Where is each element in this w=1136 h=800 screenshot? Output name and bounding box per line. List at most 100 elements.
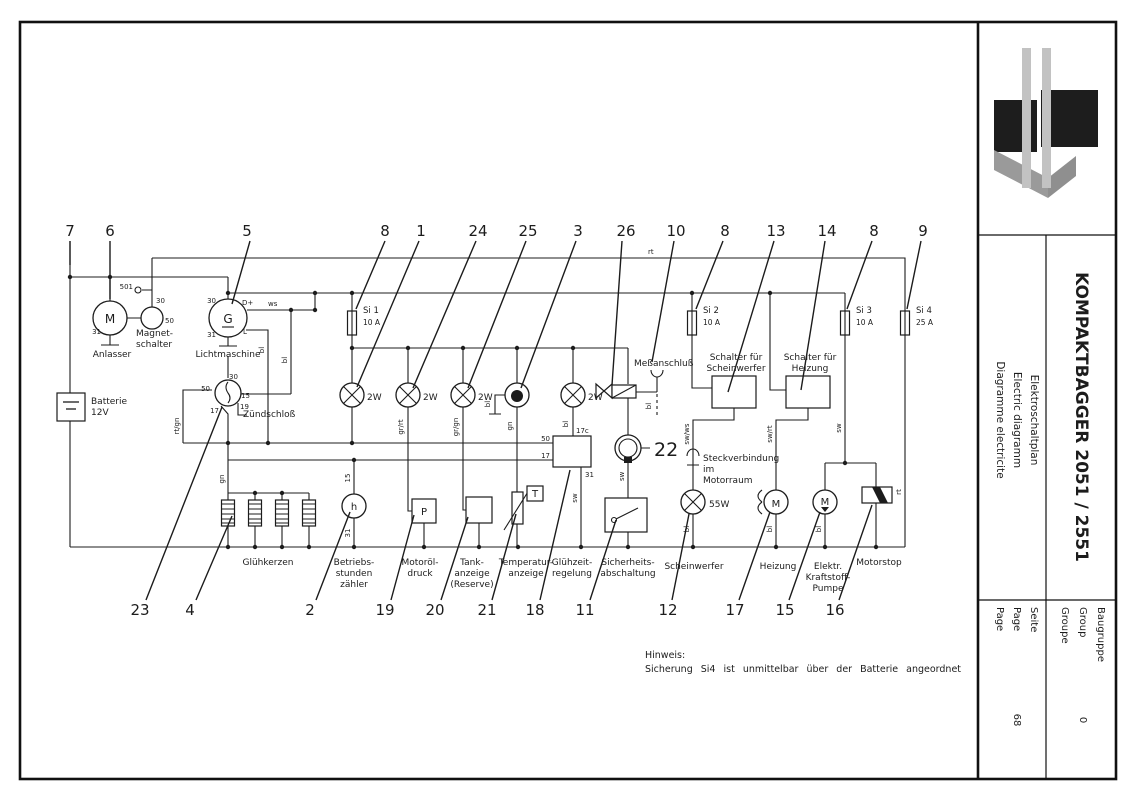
wire-grrt: gr/rt (397, 419, 405, 435)
fuse-si1-name: Si 1 (363, 306, 379, 316)
tank-sensor (465, 496, 493, 524)
hourmeter-term-15: 15 (344, 474, 352, 483)
fuse-si3: Si 3 10 A (839, 306, 874, 336)
indicator-lamp-2: 2W (395, 382, 438, 408)
callout-22: 22 (654, 439, 678, 461)
callout-11: 11 (575, 601, 594, 619)
heater-motor-symbol: M (772, 499, 781, 510)
glow-plugs (220, 499, 317, 527)
terminal-30: 30 (156, 297, 165, 305)
accessory-socket: 22 (614, 434, 678, 463)
callout-8a: 8 (380, 222, 390, 240)
group-number: 0 (1077, 717, 1088, 723)
page-label-en: Page (1011, 607, 1022, 631)
temp-label-1: Temperatur- (498, 558, 553, 568)
glow-plug-coil (301, 499, 317, 527)
indicator-lamp-1: 2W (339, 382, 382, 408)
terminal-dplus: D+ (242, 299, 253, 307)
note-body: Sicherung Si4 ist unmittelbar über der B… (645, 664, 961, 675)
wire-sw: sw (571, 493, 579, 503)
callout-19: 19 (375, 601, 394, 619)
pump-label-1: Elektr. (814, 562, 842, 572)
fuse-si2-name: Si 2 (703, 306, 719, 316)
callouts-top: 7 6 5 8 1 24 25 3 26 10 8 13 14 8 9 (65, 222, 928, 393)
tank-label-3: (Reserve) (450, 580, 493, 590)
pressure-symbol: P (421, 507, 427, 518)
callout-13: 13 (766, 222, 785, 240)
ignition-label: Zündschloß (243, 410, 296, 420)
fuse-si4-rating: 25 A (916, 318, 934, 327)
callouts-bottom: 23 4 2 19 20 21 18 11 12 17 15 16 (130, 406, 873, 619)
group-label-fr: Groupe (1059, 607, 1070, 644)
pump-label-3: Pumpe (813, 584, 844, 594)
wire-sw: sw (835, 423, 843, 433)
note: Hinweis: Sicherung Si4 ist unmittelbar ü… (645, 650, 961, 675)
wire-swws: sw/ws (683, 423, 691, 444)
callout-4: 4 (185, 601, 195, 619)
relay-term-31: 31 (585, 471, 594, 479)
terminal-z50: 50 (201, 385, 210, 393)
wire-rt: rt (648, 248, 654, 256)
fuel-pump-symbol: M (821, 497, 830, 508)
indicator-lamp-3: 2W (450, 382, 493, 408)
solenoid-label-2: schalter (136, 340, 172, 350)
relay-term-17c: 17c (576, 427, 589, 435)
terminal-501: 501 (120, 283, 133, 291)
heater-switch-label-1: Schalter für (784, 353, 837, 363)
callout-8c: 8 (869, 222, 879, 240)
oil-pressure-label-2: druck (407, 569, 433, 579)
headlight-wattage: 55W (709, 500, 729, 510)
generator-symbol: G (223, 312, 232, 326)
wire-bl: bl (815, 526, 823, 532)
callout-9: 9 (918, 222, 928, 240)
wire-bl: bl (645, 403, 653, 409)
component-labels: Glühkerzen Betriebs- stunden zähler Moto… (243, 558, 902, 594)
glow-plugs-label: Glühkerzen (243, 558, 294, 568)
fuse-si4-name: Si 4 (916, 306, 932, 316)
glow-plug-coil (220, 499, 236, 527)
callout-24: 24 (468, 222, 487, 240)
wire-bl: bl (258, 347, 266, 353)
battery-label: Batterie (91, 397, 127, 407)
fuel-pump: M (812, 489, 838, 515)
safety-label-1: Sicherheits- (601, 558, 654, 568)
callout-8b: 8 (720, 222, 730, 240)
terminal-z19: 19 (240, 403, 249, 411)
glow-plug-coil (247, 499, 263, 527)
headlight-label: Scheinwerfer (664, 562, 723, 572)
charge-indicator-lamp (504, 382, 530, 408)
callout-25: 25 (518, 222, 537, 240)
page-label-fr: Page (994, 607, 1005, 631)
callout-2: 2 (305, 601, 315, 619)
page-label-de: Seite (1028, 607, 1039, 632)
callout-21: 21 (477, 601, 496, 619)
wire-bl: bl (484, 401, 492, 407)
wire-rt: rt (895, 489, 903, 495)
callout-1: 1 (416, 222, 426, 240)
hour-meter: h (341, 493, 367, 519)
glow-time-relay: 50 17 17c 31 (541, 427, 594, 479)
fuse-si2: Si 2 10 A (686, 306, 721, 336)
terminal-g30: 30 (207, 297, 216, 305)
callout-17: 17 (725, 601, 744, 619)
terminal-z17: 17 (210, 407, 219, 415)
headlight-lamp: 55W (680, 489, 729, 515)
doc-type-en: Electric diagramm (1011, 372, 1023, 468)
lamp-1-wattage: 2W (367, 393, 382, 403)
wire-rtgn: rt/gn (173, 418, 181, 435)
engine-bay-connector: Steckverbindung im Motorraum (686, 448, 779, 486)
fuse-si4: Si 4 25 A (899, 306, 934, 336)
callout-14: 14 (817, 222, 836, 240)
terminal-z15: 15 (241, 392, 250, 400)
group-label-de: Baugruppe (1095, 607, 1106, 662)
doc-type-de: Elektroschaltplan (1028, 375, 1040, 466)
callout-6: 6 (105, 222, 115, 240)
shutoff-valve (595, 382, 637, 400)
wire-bl: bl (766, 526, 774, 532)
measuring-connector: Meßanschluß (634, 359, 694, 378)
fuse-si3-name: Si 3 (856, 306, 872, 316)
wire-gn: gn (506, 422, 514, 431)
safety-label-2: abschaltung (600, 569, 655, 579)
headlight-switch-label-2: Scheinwerfer (706, 364, 765, 374)
